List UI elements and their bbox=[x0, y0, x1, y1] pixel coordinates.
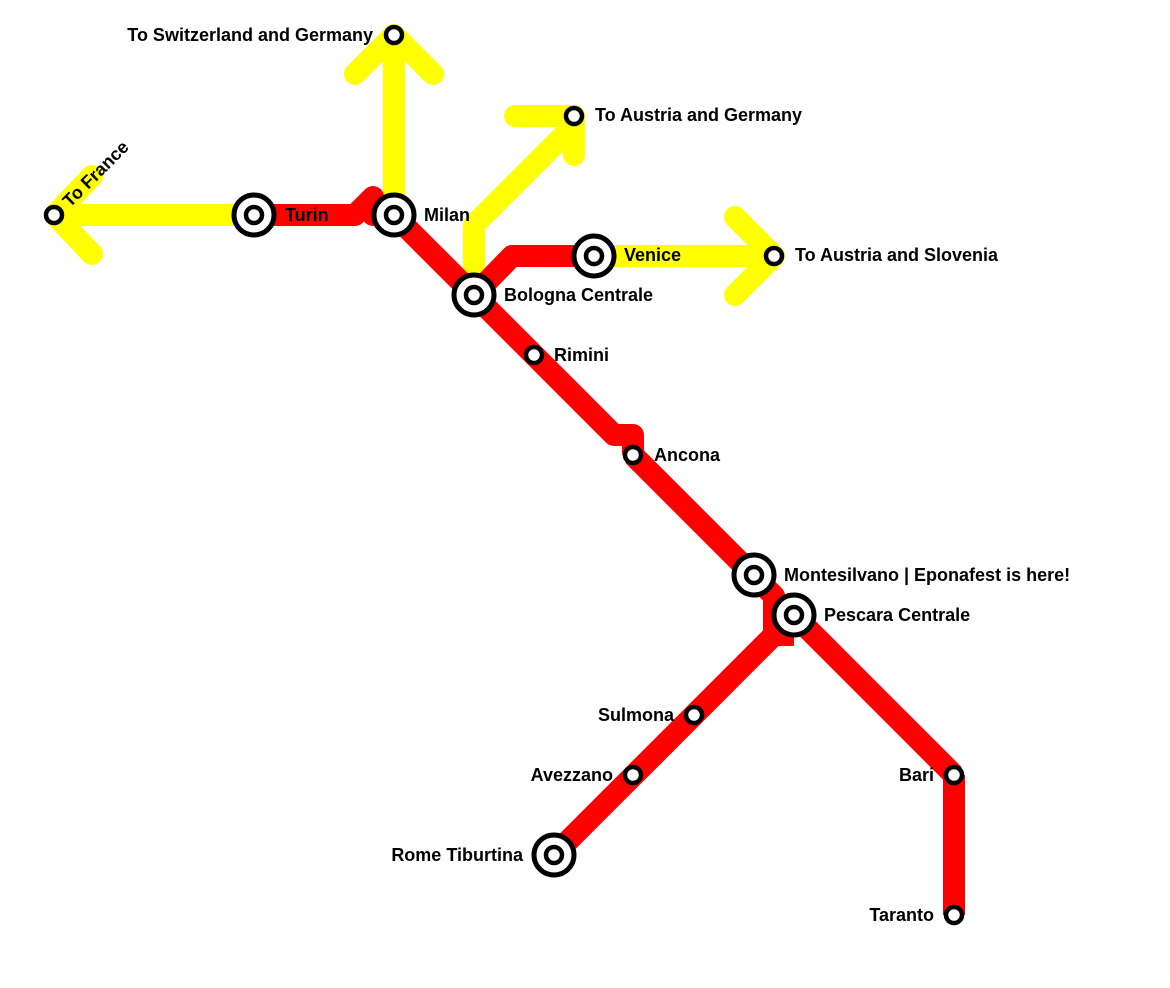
label-ancona: Ancona bbox=[654, 445, 721, 465]
label-to-france: To France bbox=[59, 137, 133, 211]
line-bologna-ancona bbox=[466, 287, 644, 455]
label-to-austria-germany: To Austria and Germany bbox=[595, 105, 802, 125]
destination-switzerland-marker[interactable] bbox=[383, 24, 405, 46]
line-pescara-bari bbox=[786, 607, 962, 783]
line-ancona-pescara bbox=[625, 447, 794, 646]
label-sulmona: Sulmona bbox=[598, 705, 675, 725]
station-taranto-marker[interactable] bbox=[943, 904, 965, 926]
station-turin-marker[interactable] bbox=[231, 192, 277, 238]
label-rimini: Rimini bbox=[554, 345, 609, 365]
label-milan: Milan bbox=[424, 205, 470, 225]
label-avezzano: Avezzano bbox=[531, 765, 613, 785]
label-turin: Turin bbox=[285, 205, 329, 225]
station-bari-marker[interactable] bbox=[943, 764, 965, 786]
destination-austria-germany-marker[interactable] bbox=[563, 105, 585, 127]
label-montesilvano: Montesilvano | Eponafest is here! bbox=[784, 565, 1070, 585]
station-rome-marker[interactable] bbox=[531, 832, 577, 878]
label-venice: Venice bbox=[624, 245, 681, 265]
label-to-switzerland-germany: To Switzerland and Germany bbox=[127, 25, 373, 45]
destination-france-marker[interactable] bbox=[43, 204, 65, 226]
label-bologna: Bologna Centrale bbox=[504, 285, 653, 305]
label-rome: Rome Tiburtina bbox=[391, 845, 524, 865]
label-taranto: Taranto bbox=[869, 905, 934, 925]
station-avezzano-marker[interactable] bbox=[622, 764, 644, 786]
station-milan-marker[interactable] bbox=[371, 192, 417, 238]
line-pescara-rome bbox=[546, 617, 792, 863]
label-to-austria-slovenia: To Austria and Slovenia bbox=[795, 245, 999, 265]
destination-austria-slovenia-marker[interactable] bbox=[763, 245, 785, 267]
interchange-stations bbox=[231, 192, 817, 878]
station-venice-marker[interactable] bbox=[571, 233, 617, 279]
station-sulmona-marker[interactable] bbox=[683, 704, 705, 726]
station-ancona-marker[interactable] bbox=[622, 444, 644, 466]
station-bologna-marker[interactable] bbox=[451, 272, 497, 318]
label-bari: Bari bbox=[899, 765, 934, 785]
station-montesilvano-marker[interactable] bbox=[731, 552, 777, 598]
line-bologna-austria-germany bbox=[463, 117, 582, 280]
station-pescara-marker[interactable] bbox=[771, 592, 817, 638]
label-pescara: Pescara Centrale bbox=[824, 605, 970, 625]
station-rimini-marker[interactable] bbox=[523, 344, 545, 366]
simple-stations bbox=[43, 24, 965, 926]
